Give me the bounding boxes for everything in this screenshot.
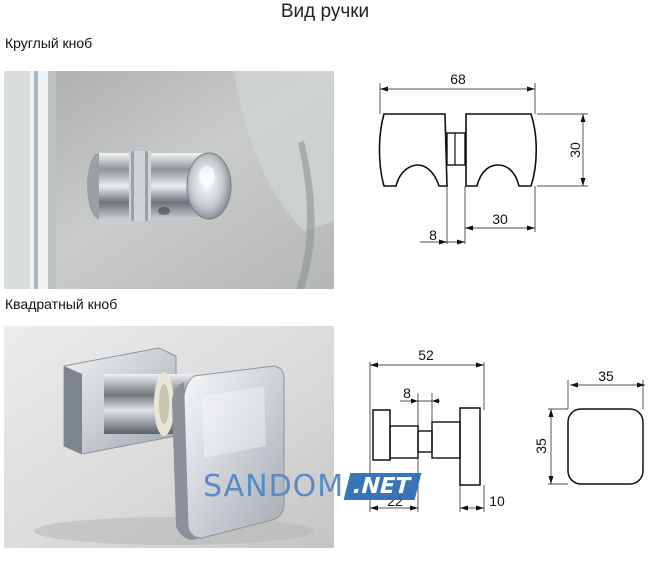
- dim-square-total-width: 52: [418, 347, 434, 363]
- round-knob-photo: [4, 71, 334, 289]
- watermark-badge: .NET: [343, 472, 422, 500]
- round-knob-drawing: [378, 83, 588, 244]
- square-knob-front-view: [548, 380, 645, 485]
- dim-square-gap: 8: [403, 385, 411, 401]
- section-label-round-knob: Круглый кноб: [5, 35, 93, 51]
- dim-round-gap: 8: [429, 227, 437, 243]
- page-title: Вид ручки: [280, 1, 370, 22]
- dim-square-plate: 10: [489, 493, 505, 509]
- watermark-logo: SANDOM .NET: [203, 466, 422, 506]
- watermark-text: SANDOM: [203, 468, 345, 504]
- dim-front-width: 35: [598, 368, 614, 384]
- section-label-square-knob: Квадратный кноб: [5, 296, 118, 312]
- square-knob-drawing: [369, 362, 485, 512]
- dim-round-height: 30: [567, 142, 583, 158]
- dim-front-height: 35: [533, 438, 549, 454]
- square-knob-photo: [4, 326, 334, 548]
- dim-round-total-width: 68: [450, 71, 466, 87]
- dim-round-half: 30: [492, 211, 508, 227]
